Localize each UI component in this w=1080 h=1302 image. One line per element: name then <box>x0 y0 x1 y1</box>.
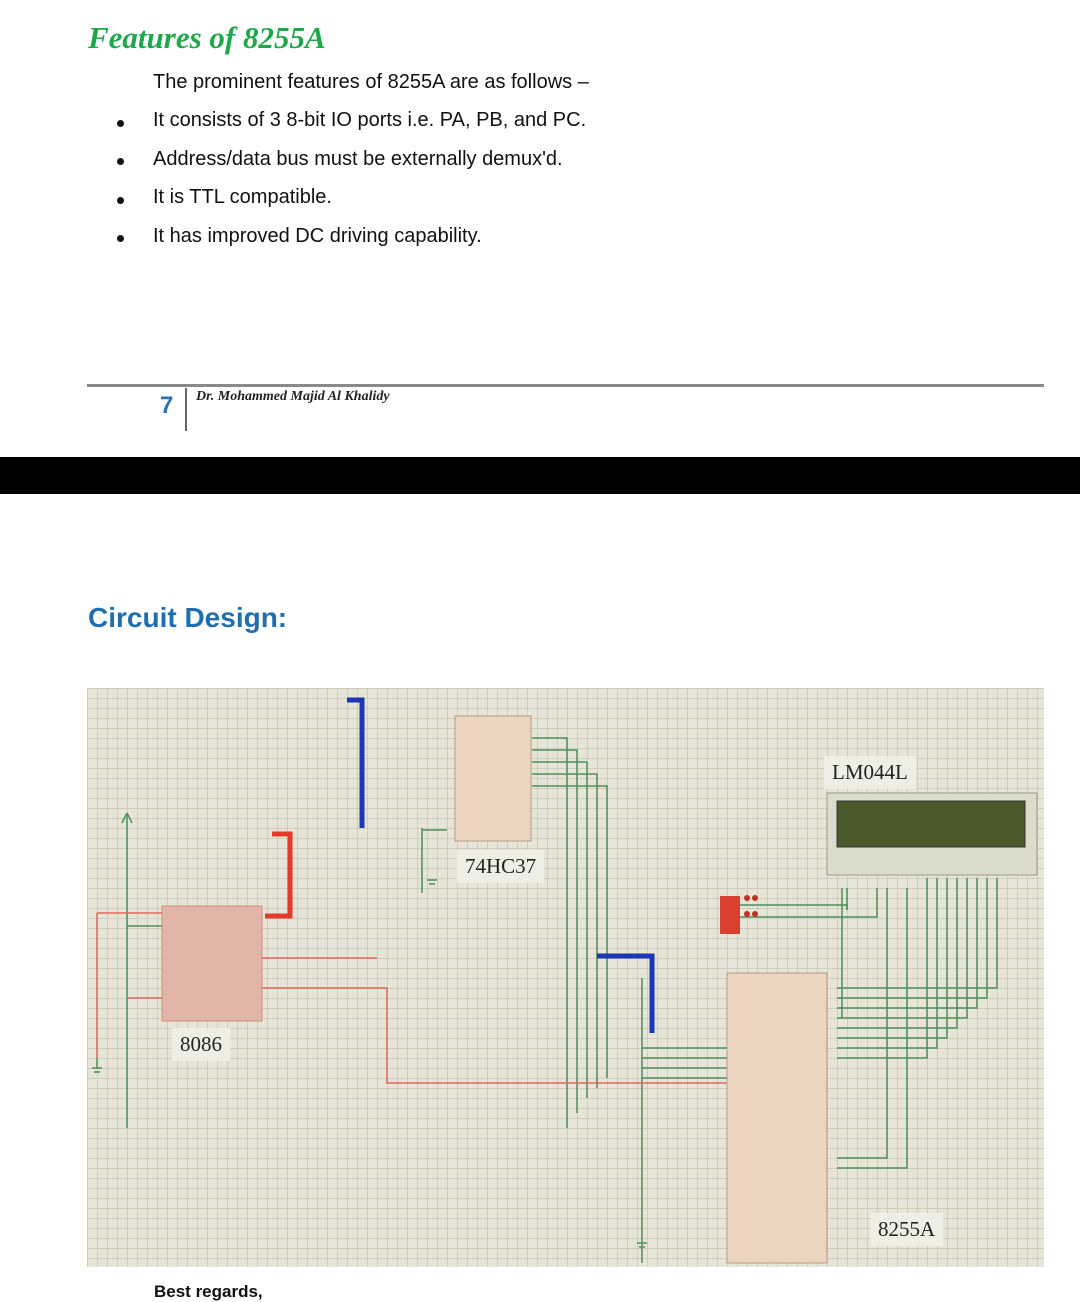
bullet-item: It is TTL compatible. <box>153 186 332 208</box>
ppi-label: 8255A <box>870 1213 944 1246</box>
red-wires <box>96 912 727 1084</box>
bullet-dot <box>117 158 124 165</box>
footer-divider <box>185 388 187 431</box>
latch-chip <box>454 715 532 842</box>
features-intro: The prominent features of 8255A are as f… <box>153 71 589 93</box>
bullet-dot <box>117 235 124 242</box>
latch-label: 74HC37 <box>457 850 545 883</box>
bullet-item: It has improved DC driving capability. <box>153 225 482 247</box>
features-title: Features of 8255A <box>88 20 326 55</box>
schematic-drawing <box>92 697 1038 1264</box>
logic-toggle <box>720 896 740 934</box>
display-label: LM044L <box>824 756 916 789</box>
ppi-chip <box>726 972 828 1264</box>
page-number: 7 <box>160 392 174 419</box>
bullet-dot <box>117 120 124 127</box>
circuit-schematic: 8086 74HC37 LM044L 8255A <box>87 688 1044 1267</box>
bullet-item: It consists of 3 8-bit IO ports i.e. PA,… <box>153 109 587 131</box>
footer-rule <box>87 384 1044 387</box>
bullet-item: Address/data bus must be externally demu… <box>153 148 563 170</box>
processor-label: 8086 <box>172 1028 230 1061</box>
closing-text: Best regards, <box>154 1282 263 1301</box>
address-bus-lower <box>597 953 655 1033</box>
footer-author: Dr. Mohammed Majid Al Khalidy <box>196 389 390 404</box>
bullet-dot <box>117 197 124 204</box>
lcd-screen <box>836 800 1026 848</box>
processor-chip <box>161 905 263 1022</box>
green-wires <box>92 737 998 1263</box>
processor-bus <box>265 831 293 919</box>
address-bus-upper <box>347 697 365 828</box>
circuit-design-heading: Circuit Design: <box>88 602 288 633</box>
page-separator <box>0 457 1080 494</box>
